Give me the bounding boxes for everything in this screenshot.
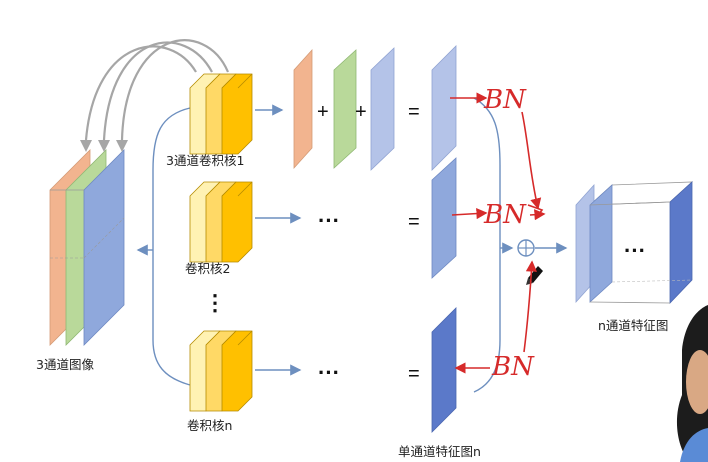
input-image-stack [49,149,125,346]
bn-label-1: BN [483,85,527,115]
input-image-label: 3通道图像 [36,357,94,372]
bn-annotations [450,92,546,374]
grey-arrowheads [80,140,128,152]
kernel-to-input-arrows [84,39,230,141]
result-map-n [431,307,457,433]
output-ellipsis: ··· [624,238,646,263]
result-map-2 [431,157,457,279]
kernel-1-label: 3通道卷积核1 [166,153,244,168]
kernel-2-label: 卷积核2 [185,261,230,276]
presenter-avatar [676,305,708,462]
kernels [189,73,253,412]
kernel-n [189,330,253,412]
kernel-n-label: 卷积核n [187,418,232,433]
kernel-1-layer [221,73,253,155]
bn-label-3: BN [491,352,535,382]
row2-ellipsis: ··· [318,208,340,233]
kernel-2 [189,181,253,263]
row1-plane-green [333,49,357,169]
equals-sign-3: = [408,363,420,385]
bn-label-2: BN [483,200,527,230]
left-bracket [152,107,191,386]
kernel-2-layer [221,181,253,263]
plus-sign-2: + [355,101,367,123]
output-feature-map [575,181,694,304]
kernel-n-layer [221,330,253,412]
equals-sign-1: = [408,101,420,123]
equals-sign-2: = [408,211,420,233]
plus-sign-1: + [317,101,329,123]
output-plane-2 [589,184,613,303]
result-map-1 [431,45,457,171]
pen-cursor-icon [526,266,543,285]
sum-circle-icon [517,239,535,257]
row1-plane-blue [370,47,395,171]
vertical-ellipsis: ⋮ [204,290,226,315]
n-channel-label: n通道特征图 [598,318,668,333]
single-channel-label: 单通道特征图n [398,444,481,459]
row3-ellipsis: ··· [318,360,340,385]
input-channel-blue [83,149,125,346]
row1-plane-orange [293,48,313,170]
right-bracket [473,97,501,393]
kernel-1 [189,73,253,155]
